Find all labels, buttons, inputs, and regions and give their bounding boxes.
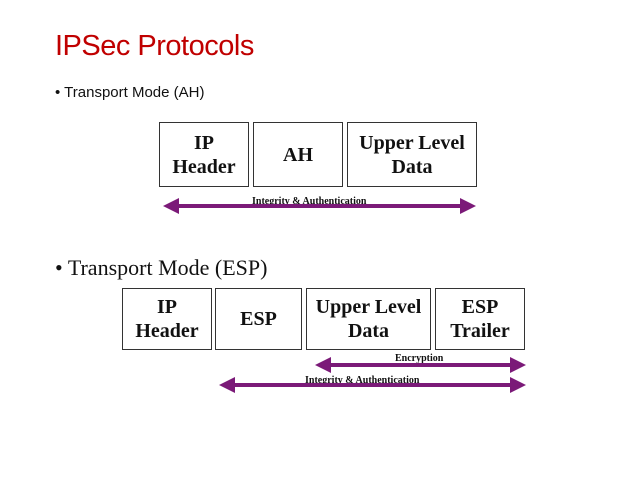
esp-upper-level-data-box: Upper Level Data <box>306 288 431 350</box>
ah-upper-level-data-box: Upper Level Data <box>347 122 477 187</box>
bullet-marker: • <box>55 255 63 280</box>
esp-integrity-arrow <box>219 377 526 393</box>
ah-integrity-arrow <box>163 198 476 214</box>
esp-header-box: ESP <box>215 288 302 350</box>
ah-integrity-label: Integrity & Authentication <box>252 196 367 207</box>
esp-trailer-box: ESP Trailer <box>435 288 525 350</box>
esp-encryption-arrow <box>315 357 526 373</box>
bullet-transport-esp: • Transport Mode (ESP) <box>55 255 267 281</box>
esp-integrity-label: Integrity & Authentication <box>305 375 420 386</box>
bullet-transport-ah-text: Transport Mode (AH) <box>64 84 205 101</box>
slide-title: IPSec Protocols <box>55 30 254 62</box>
ah-header-box: AH <box>253 122 343 187</box>
bullet-transport-ah: • Transport Mode (AH) <box>55 84 205 101</box>
bullet-marker: • <box>55 84 61 101</box>
ah-ip-header-box: IP Header <box>159 122 249 187</box>
esp-encryption-label: Encryption <box>395 353 444 364</box>
esp-ip-header-box: IP Header <box>122 288 212 350</box>
bullet-transport-esp-text: Transport Mode (ESP) <box>67 255 268 280</box>
